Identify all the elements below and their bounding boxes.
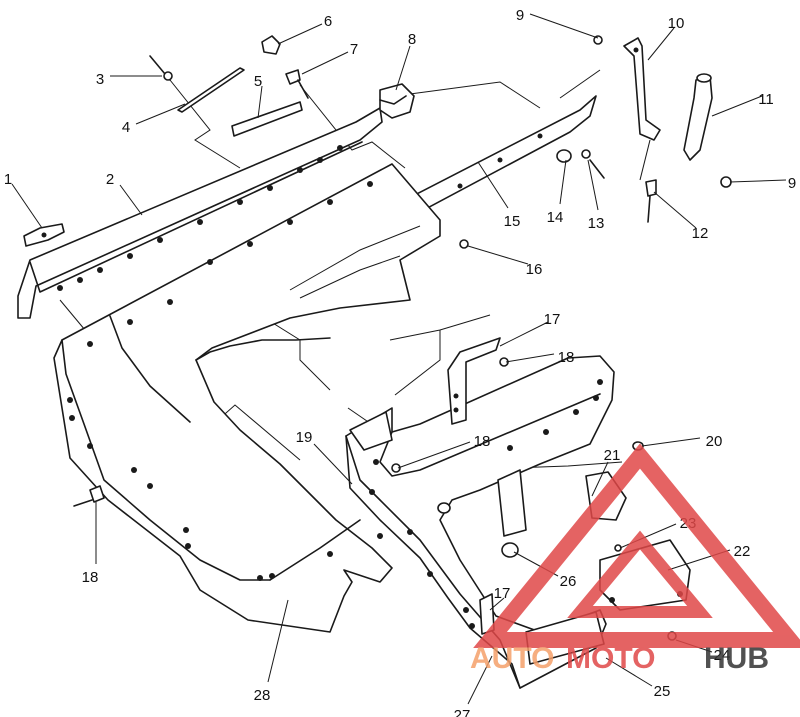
- callout-number-24: 24: [714, 647, 731, 664]
- callout-leader-18: [505, 353, 555, 363]
- callout-leader-2: [119, 184, 143, 216]
- arm-part-11: [683, 73, 713, 161]
- bushing-part-14: [556, 149, 572, 163]
- callout-leader-18: [397, 441, 471, 469]
- callout-leader-27: [467, 655, 493, 705]
- callout-number-18: 18: [558, 349, 575, 366]
- clip-part-6: [261, 35, 281, 55]
- callout-leader-7: [301, 51, 349, 75]
- callout-leader-19: [313, 443, 353, 485]
- callout-leader-13: [587, 159, 599, 211]
- bracket-part-1: [23, 223, 65, 247]
- callout-number-9: 9: [788, 175, 796, 192]
- callout-number-12: 12: [692, 225, 709, 242]
- callout-leader-11: [711, 95, 763, 117]
- callout-number-3: 3: [96, 71, 104, 88]
- callout-leader-17: [499, 321, 549, 347]
- callout-leader-4: [135, 103, 186, 125]
- plate-part-5: [231, 101, 303, 137]
- callout-number-2: 2: [106, 171, 114, 188]
- callout-number-19: 19: [296, 429, 313, 446]
- callout-number-16: 16: [526, 261, 543, 278]
- bushing-part-26: [437, 502, 519, 558]
- callout-leader-1: [11, 183, 43, 229]
- nut-part-16: [459, 239, 469, 249]
- body-shell-part-28: [53, 163, 441, 633]
- callout-number-9: 9: [516, 7, 524, 24]
- nut-part-9: [593, 35, 732, 188]
- callout-leader-8: [395, 45, 411, 91]
- callout-number-4: 4: [122, 119, 130, 136]
- callout-leader-12: [653, 191, 697, 229]
- callout-number-7: 7: [350, 41, 358, 58]
- callout-leader-21: [591, 461, 609, 497]
- callout-number-21: 21: [604, 447, 621, 464]
- callout-number-18: 18: [474, 433, 491, 450]
- callout-number-15: 15: [504, 213, 521, 230]
- callout-leader-15: [477, 161, 509, 209]
- callout-number-28: 28: [254, 687, 271, 704]
- callout-number-11: 11: [758, 91, 774, 108]
- callout-leader-14: [559, 159, 567, 205]
- callout-number-25: 25: [654, 683, 671, 700]
- callout-leader-5: [257, 85, 263, 119]
- callout-leader-9: [729, 179, 787, 183]
- callout-leader-16: [467, 245, 529, 265]
- callout-number-10: 10: [668, 15, 685, 32]
- watermark-logo: AUTO MOTO HUB: [470, 443, 800, 675]
- callout-number-14: 14: [547, 209, 564, 226]
- bolt-part-18: [73, 357, 509, 507]
- frame-rail-part-27: [345, 355, 615, 689]
- strap-part-4: [177, 67, 245, 113]
- front-bar-part-2: [17, 107, 383, 319]
- callout-number-18: 18: [82, 569, 99, 586]
- bolt-part-13: [581, 149, 605, 179]
- callout-number-20: 20: [706, 433, 723, 450]
- callout-leader-17: [489, 597, 505, 611]
- latch-part-8: [379, 83, 415, 119]
- watermark-text-auto: AUTO: [470, 642, 554, 675]
- callout-leader-10: [647, 27, 675, 61]
- callout-number-1: 1: [4, 171, 12, 188]
- callout-number-8: 8: [408, 31, 416, 48]
- callout-leader-9: [529, 13, 599, 39]
- arm-part-10: [623, 37, 661, 141]
- callout-number-5: 5: [254, 73, 262, 90]
- callout-number-26: 26: [560, 573, 577, 590]
- callout-number-17: 17: [494, 585, 511, 602]
- bolt-part-7: [285, 69, 309, 99]
- callout-leader-28: [267, 599, 289, 683]
- watermark-text-moto: MOTO: [566, 642, 655, 675]
- bracket-part-17: [447, 337, 501, 425]
- callout-leader-25: [605, 657, 653, 687]
- bolt-part-3: [149, 55, 173, 81]
- callout-leader-20: [641, 437, 701, 447]
- callout-leader-6: [277, 23, 323, 45]
- callout-number-22: 22: [734, 543, 751, 560]
- pin-part-12: [645, 179, 657, 223]
- callout-number-13: 13: [588, 215, 605, 232]
- bracket-part-19: [349, 411, 393, 451]
- callout-number-6: 6: [324, 13, 332, 30]
- callout-number-27: 27: [454, 707, 471, 717]
- watermark-text-hub: HUB: [704, 642, 769, 675]
- callout-number-17: 17: [544, 311, 561, 328]
